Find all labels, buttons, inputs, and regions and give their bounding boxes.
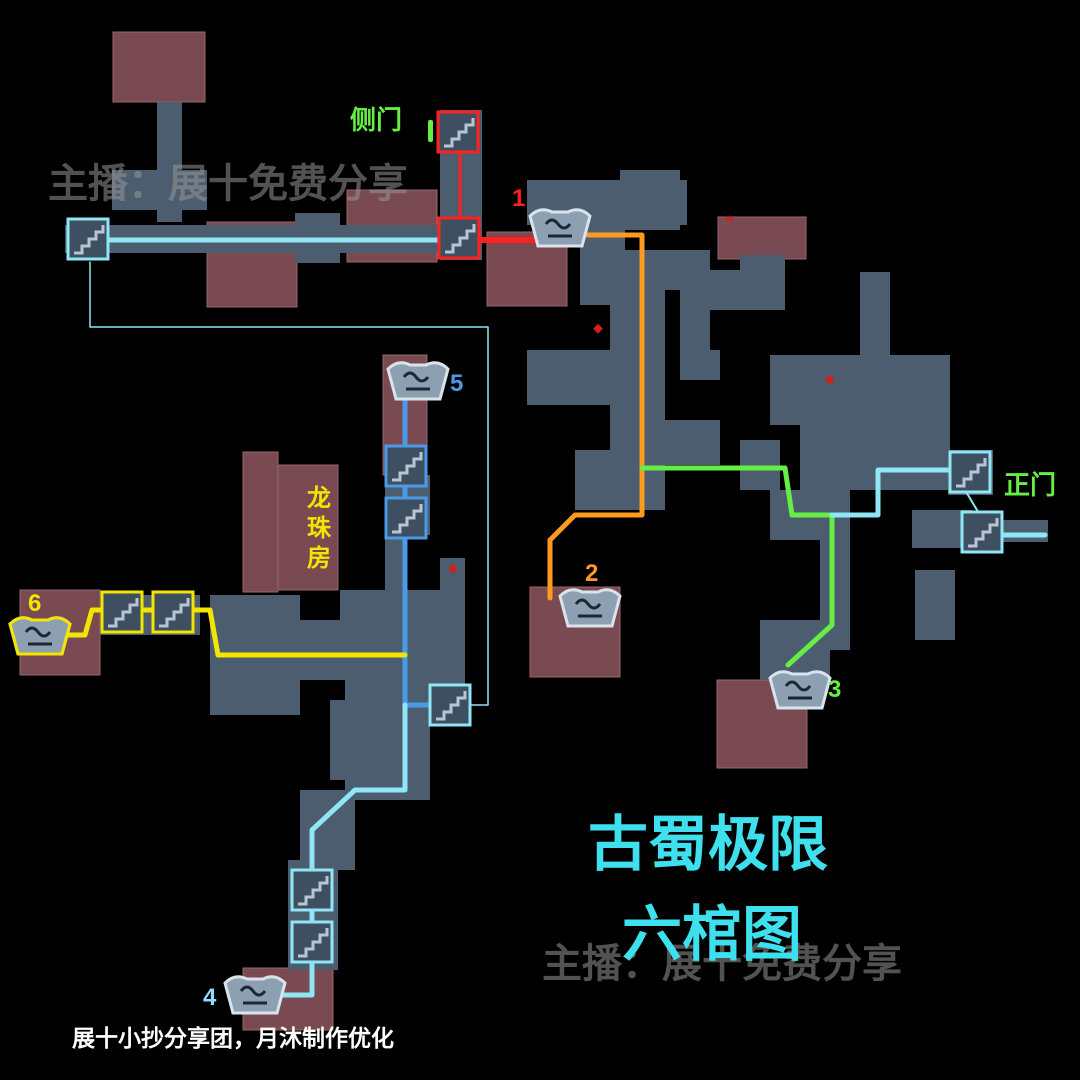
side-door-marker	[428, 120, 433, 142]
map-title-line1: 古蜀极限	[588, 810, 828, 880]
stairs-icon	[384, 444, 428, 488]
map-title-line2: 六棺图	[622, 900, 802, 970]
stairs-icon	[290, 868, 334, 912]
coffin-icon	[8, 616, 72, 656]
stairs-icon	[151, 590, 195, 634]
route-orange	[547, 232, 645, 601]
route-cyan-link	[89, 261, 489, 706]
stairs-icon	[66, 217, 110, 261]
coffin-number-5: 5	[450, 370, 464, 397]
stairs-icon	[436, 110, 480, 154]
stairs-icon	[428, 683, 472, 727]
stair-tiles	[66, 110, 1004, 964]
coffin-icon	[528, 208, 592, 248]
coffin-number-2: 2	[585, 560, 599, 587]
main-door-label: 正门	[1004, 471, 1057, 501]
coffin-number-3: 3	[828, 676, 842, 703]
coffin-icon	[386, 361, 450, 401]
coffin-number-6: 6	[28, 590, 42, 617]
stairs-icon	[290, 920, 334, 964]
route-cyan-bottom	[259, 702, 408, 998]
coffin-icon	[768, 670, 832, 710]
stairs-icon	[960, 510, 1004, 554]
stairs-icon	[948, 450, 992, 494]
route-green	[639, 465, 835, 668]
coffin-icon	[223, 975, 287, 1015]
route-yellow	[59, 607, 408, 658]
stairs-icon	[384, 496, 428, 540]
stairs-icon	[437, 216, 481, 260]
red-markers	[448, 217, 835, 574]
coffin-number-4: 4	[203, 984, 217, 1011]
dragon-room-label: 龙珠房	[307, 484, 331, 572]
coffin-number-1: 1	[512, 185, 526, 212]
routes	[59, 128, 1048, 998]
route-cyan-right	[829, 467, 1048, 538]
stairs-icon	[100, 590, 144, 634]
credit-text: 展十小抄分享团，月沐制作优化	[72, 1026, 394, 1052]
watermark: 主播：展十免费分享	[542, 941, 902, 987]
coffin-icon	[558, 588, 622, 628]
side-door-label: 侧门	[350, 106, 403, 136]
watermark: 主播：展十免费分享	[48, 161, 408, 207]
